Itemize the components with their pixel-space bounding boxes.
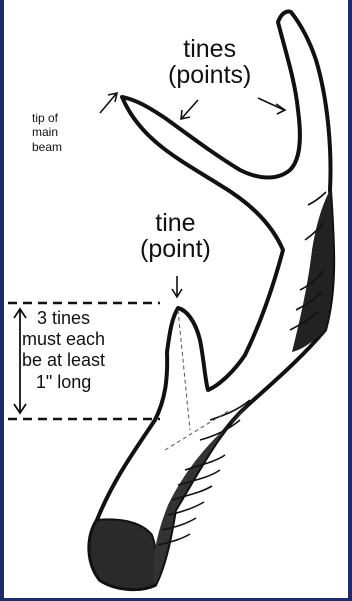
- tines-label-line1: tines: [168, 36, 251, 62]
- tip-label-line3: beam: [32, 140, 62, 154]
- tines-label-line2: (points): [168, 62, 251, 88]
- tine-length-rule-label: 3 tines must each be at least 1" long: [22, 308, 105, 393]
- rule-line2: must each: [22, 329, 105, 350]
- tine-label: tine (point): [140, 210, 211, 263]
- rule-line4: 1" long: [22, 372, 105, 393]
- antler-outline: [89, 11, 333, 589]
- tine-label-line2: (point): [140, 236, 211, 262]
- tip-label-line1: tip of: [32, 111, 62, 125]
- antler-base-burr: [89, 519, 157, 589]
- tip-of-main-beam-label: tip of main beam: [32, 111, 62, 154]
- tines-label: tines (points): [168, 36, 251, 89]
- tip-label-line2: main: [32, 125, 62, 139]
- rule-line3: be at least: [22, 350, 105, 371]
- tine-label-line1: tine: [140, 210, 211, 236]
- rule-line1: 3 tines: [22, 308, 105, 329]
